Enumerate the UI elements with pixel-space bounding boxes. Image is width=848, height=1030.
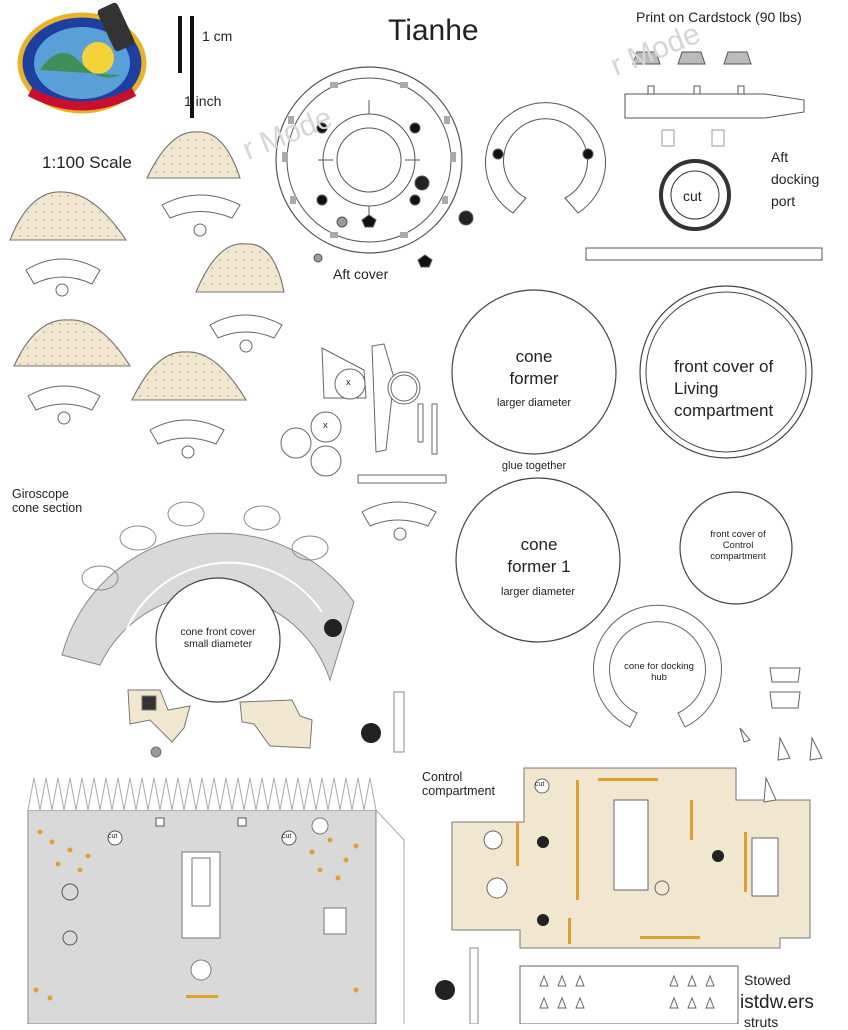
cone-front-cover-label: cone front cover small diameter — [180, 626, 256, 651]
hub-icons — [361, 691, 479, 1024]
grey-panel — [27, 777, 405, 1024]
grey-panel-dots — [33, 829, 359, 1001]
aft-docking-ring — [659, 129, 731, 231]
glue-together-label: glue together — [501, 460, 567, 472]
aft-cover-tabs — [282, 82, 456, 238]
struts-label: struts — [744, 1014, 779, 1030]
aft-cover-label: Aft cover — [333, 266, 389, 282]
print-note: Print on Cardstock (90 lbs) — [636, 9, 802, 25]
small-cones — [632, 51, 752, 65]
giroscope-label: Giroscope cone section — [12, 487, 83, 516]
cone-former-1-sub: larger diameter — [501, 586, 575, 598]
giroscope-part — [61, 501, 355, 703]
ruler — [178, 16, 194, 118]
aft-docking-port-label: Aft docking port — [771, 149, 820, 209]
ruler-inch-label: 1 inch — [184, 93, 222, 109]
arc-parts — [25, 194, 437, 541]
stowed-struts-panel — [519, 965, 739, 1024]
hump-parts — [9, 131, 285, 401]
front-cover-living-label: front cover of Living compartment — [674, 357, 774, 420]
cone-former-1-title: cone former 1 — [507, 535, 571, 576]
cone-former-sub: larger diameter — [497, 397, 571, 409]
aft-cover-part — [275, 66, 474, 268]
x-mark-1: x — [346, 377, 351, 388]
cut-mark-2: cut — [282, 833, 292, 840]
cut-label: cut — [683, 188, 702, 204]
scale-label: 1:100 Scale — [42, 153, 132, 172]
cut-mark-3: cut — [535, 781, 545, 788]
page-title: Tianhe — [388, 14, 479, 47]
cone-former-title: cone former — [509, 347, 559, 388]
c-ring-part — [485, 102, 606, 214]
cut-mark-1: cut — [108, 833, 118, 840]
stowed-overlay-label: istdw.ers — [740, 992, 814, 1013]
former-circles — [451, 285, 813, 728]
ruler-cm-label: 1 cm — [202, 28, 233, 44]
right-small-parts — [739, 667, 823, 803]
control-panel — [451, 767, 811, 949]
axm-logo — [17, 2, 147, 114]
tan-small-parts — [127, 689, 313, 758]
front-cover-control-label: front cover of Control compartment — [710, 529, 766, 562]
misc-small-parts — [280, 343, 447, 484]
x-mark-2: x — [323, 420, 328, 431]
cone-docking-hub-label: cone for docking hub — [624, 661, 694, 683]
truss-strip — [585, 85, 823, 261]
stowed-label: Stowed — [744, 972, 791, 988]
control-compartment-label: Control compartment — [422, 770, 495, 799]
